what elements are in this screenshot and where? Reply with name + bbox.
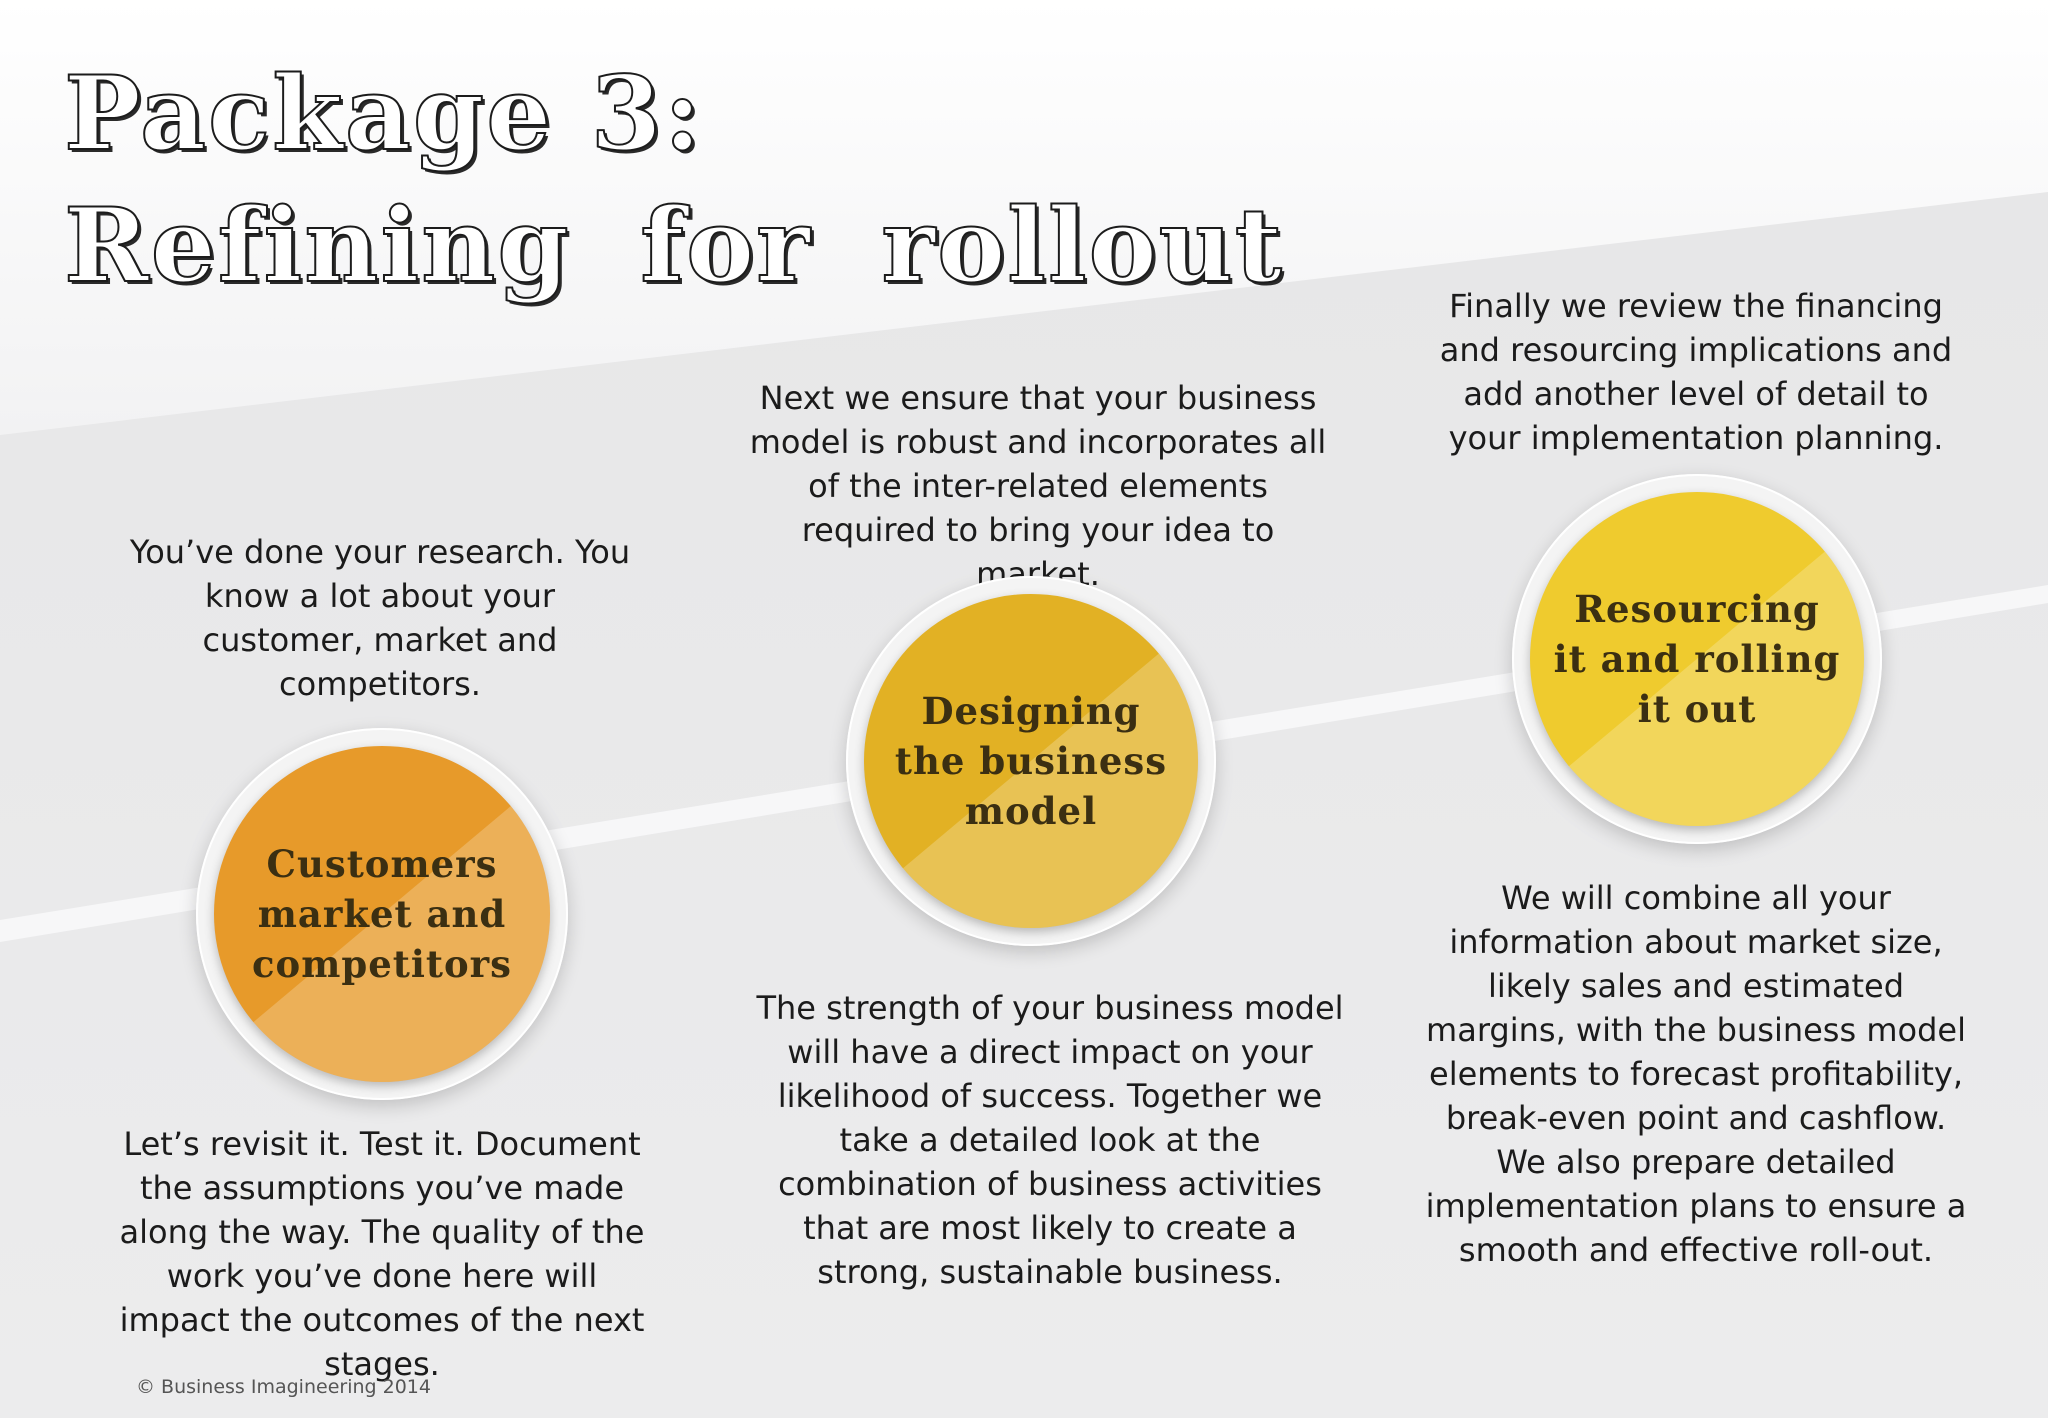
stage-1-label: Customers market and competitors	[251, 842, 512, 986]
stage-2-node: Designing the business model	[846, 576, 1216, 946]
stage-3-node: Resourcing it and rolling it out	[1512, 474, 1882, 844]
stage-3-detail: We will combine all your information abo…	[1425, 879, 1967, 1269]
stage-2-label: Designing the business model	[894, 689, 1168, 833]
stage-1-node: Customers market and competitors	[196, 728, 568, 1100]
stage-3-intro: Finally we review the financing and reso…	[1439, 287, 1953, 457]
stage-3-label: Resourcing it and rolling it out	[1553, 587, 1841, 731]
page-title: Package 3: Refining for rollout	[63, 48, 1284, 312]
stage-1-disc: Customers market and competitors	[214, 746, 550, 1082]
stage-2-intro: Next we ensure that your business model …	[749, 379, 1327, 593]
stage-1-detail: Let’s revisit it. Test it. Document the …	[119, 1125, 645, 1383]
stage-3-disc: Resourcing it and rolling it out	[1530, 492, 1864, 826]
stage-1-intro: You’ve done your research. You know a lo…	[129, 533, 631, 703]
stage-2-detail: The strength of your business model will…	[756, 989, 1344, 1291]
title-line-1: Package 3:	[63, 53, 704, 175]
stage-2-disc: Designing the business model	[864, 594, 1198, 928]
copyright-notice: © Business Imagineering 2014	[136, 1376, 431, 1398]
title-line-2: Refining for rollout	[63, 185, 1284, 307]
